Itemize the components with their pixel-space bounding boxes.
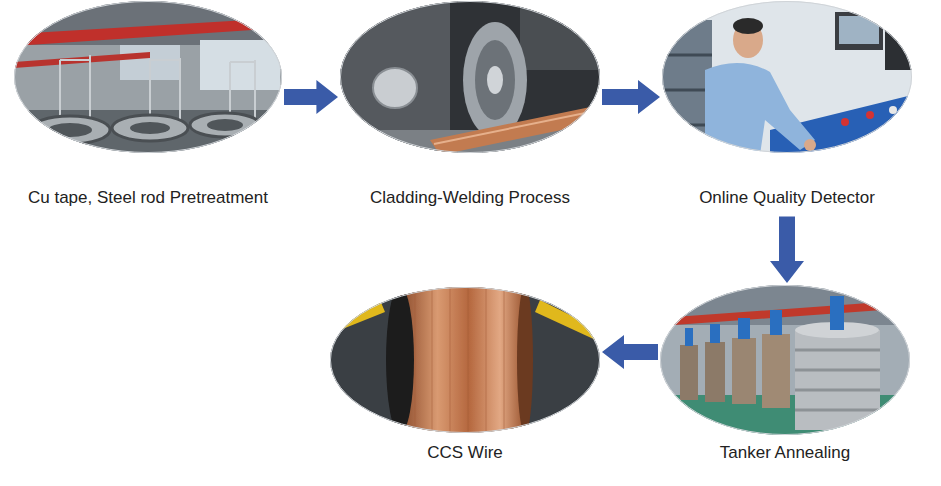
- button: [889, 106, 897, 114]
- photo-oval: [340, 1, 600, 153]
- factory-photo: [14, 0, 284, 155]
- step-caption: Cu tape, Steel rod Pretreatment: [28, 188, 268, 208]
- wire-turns: [415, 287, 504, 435]
- oval-outline: [663, 2, 912, 153]
- wire-coil: [48, 123, 92, 137]
- photo-oval: [660, 285, 910, 435]
- spool-flange: [386, 286, 414, 434]
- flow-arrow: [602, 335, 658, 369]
- step-caption: Cladding-Welding Process: [370, 188, 570, 208]
- step-caption: Online Quality Detector: [699, 188, 875, 208]
- tank-cap: [830, 296, 844, 330]
- monitor: [835, 12, 883, 50]
- button: [866, 111, 874, 119]
- flow-arrow: [770, 216, 804, 283]
- bolt-head: [373, 68, 417, 108]
- tank-ring: [795, 350, 880, 410]
- wire-coil: [30, 116, 110, 144]
- tank-cap: [710, 324, 720, 343]
- step-caption: CCS Wire: [427, 443, 503, 463]
- copper-wire-spool: [400, 287, 525, 435]
- computer-case: [885, 30, 915, 70]
- cladding-photo: [340, 0, 600, 155]
- photo-oval: [662, 1, 912, 153]
- roller: [475, 40, 515, 120]
- tank-cap: [685, 328, 693, 346]
- oval-outline: [341, 2, 600, 153]
- wire-coil: [130, 122, 170, 134]
- process-step: Tanker Annealing: [660, 285, 910, 463]
- window: [200, 40, 280, 90]
- wire-coil: [207, 119, 243, 131]
- tank: [705, 342, 725, 402]
- background: [340, 0, 600, 155]
- roller-hub: [487, 66, 503, 94]
- tank: [680, 345, 698, 400]
- oval-outline: [331, 288, 600, 433]
- process-step: Online Quality Detector: [662, 1, 912, 208]
- photo-oval: [330, 287, 600, 433]
- shelf-board: [662, 55, 712, 125]
- wall: [662, 0, 912, 155]
- crane-beam: [660, 300, 910, 326]
- process-step: Cladding-Welding Process: [340, 1, 600, 208]
- monitor-screen: [839, 16, 879, 44]
- ceiling: [14, 0, 284, 45]
- detector-photo: [662, 0, 915, 155]
- process-step: Cu tape, Steel rod Pretreatment: [14, 1, 282, 208]
- photo-oval: [14, 1, 282, 153]
- floor-stripe: [535, 300, 600, 342]
- step-caption: Tanker Annealing: [720, 443, 850, 463]
- wall: [14, 0, 284, 155]
- spool-photo: [330, 285, 600, 435]
- operator-hand: [804, 139, 816, 151]
- flow-arrow: [602, 80, 660, 114]
- process-step: CCS Wire: [330, 287, 600, 463]
- ceiling: [660, 285, 910, 325]
- wire-coil: [190, 113, 260, 137]
- tank-cap: [770, 310, 782, 335]
- oval-outline: [15, 2, 282, 153]
- wall: [660, 285, 910, 435]
- tank: [795, 330, 880, 430]
- tank-cap: [738, 318, 750, 339]
- crane-beam: [14, 18, 282, 46]
- tank: [732, 338, 756, 404]
- floor: [330, 285, 600, 435]
- shelf: [662, 20, 712, 155]
- roller: [463, 22, 527, 138]
- wire-coil: [112, 115, 188, 141]
- operator-hair: [733, 18, 763, 34]
- floor: [14, 110, 284, 155]
- oval-outline: [661, 286, 910, 435]
- rod-highlight: [434, 110, 600, 144]
- annealing-photo: [660, 285, 910, 435]
- tank: [762, 334, 790, 408]
- spool-flange: [517, 286, 533, 434]
- flow-arrow: [284, 80, 338, 114]
- button: [841, 118, 849, 126]
